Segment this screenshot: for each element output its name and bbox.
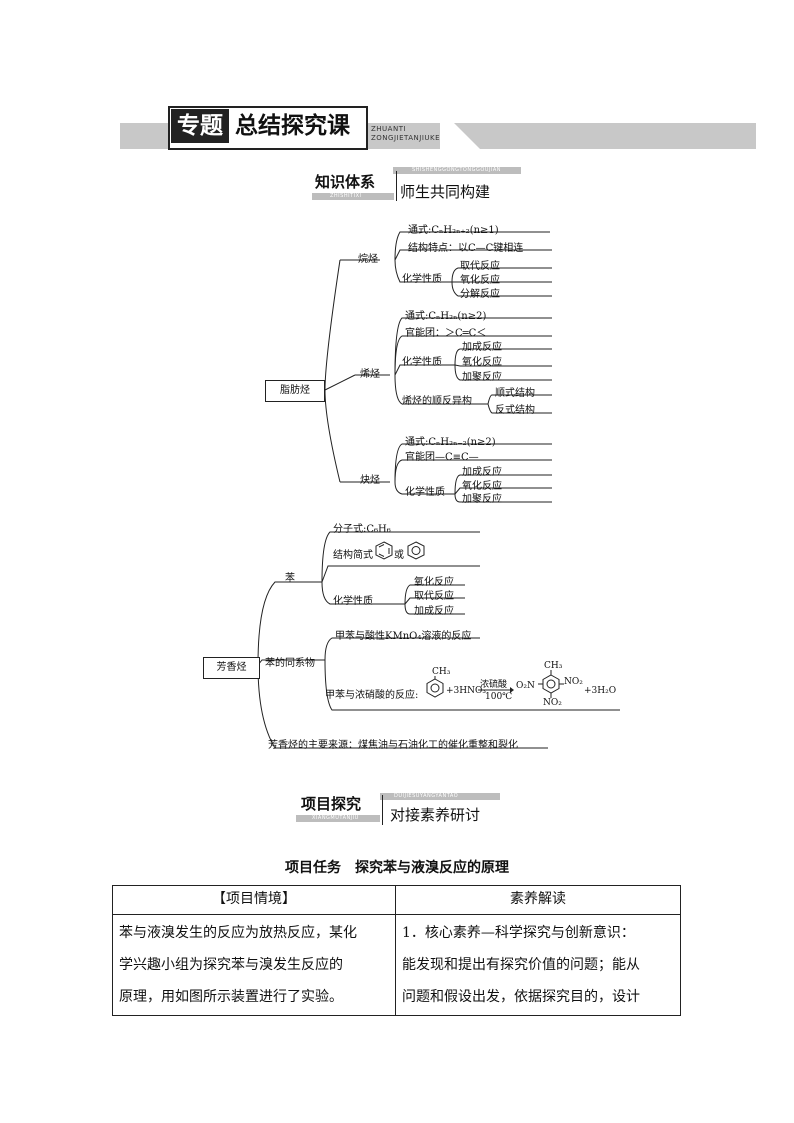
knowledge-small-top: SHISHENGGONGTONGGOUJIAN [412, 167, 502, 173]
alkene-isomer-label: 烯烃的顺反异构 [402, 396, 472, 407]
table-header-row: 【项目情境】 素养解读 [112, 885, 681, 915]
benzene-simple-prefix: 结构简式 [333, 550, 373, 561]
table-cell-literacy: 1．核心素养—科学探究与创新意识： 能发现和提出有探究价值的问题；能从 问题和假… [395, 914, 681, 1016]
project-bar-bottom [296, 815, 380, 822]
tnt-ring-icon [538, 670, 564, 698]
alkene-prop-1: 加成反应 [462, 342, 502, 353]
alkane-formula: 通式:CₙH₂ₙ₊₂(n≥1) [408, 225, 499, 236]
alkane-label: 烷烃 [358, 254, 378, 265]
benzene-label: 苯 [285, 573, 295, 584]
aromatic-source: 芳香烃的主要来源：煤焦油与石油化工的催化重整和裂化 [268, 740, 518, 751]
table-header-literacy: 素养解读 [395, 885, 681, 915]
eq-no2-bottom: NO₂ [543, 698, 562, 708]
knowledge-small-bottom: ZHISHITIXI [330, 193, 362, 199]
project-task-title: 项目任务 探究苯与液溴反应的原理 [285, 860, 509, 876]
eq-water: +3H₂O [584, 686, 617, 696]
project-title-right: 对接素养研讨 [390, 806, 481, 824]
alkene-isomer-1: 顺式结构 [495, 388, 535, 399]
alkane-prop-label: 化学性质 [402, 274, 442, 285]
header-pinyin-line2: ZONGJIETANJIUKE [371, 134, 441, 142]
eq-hno3: +3HNO₃ [446, 686, 486, 696]
benzene-prop-3: 加成反应 [414, 606, 454, 617]
alkene-prop-label: 化学性质 [402, 357, 442, 368]
situation-line-3: 原理，用如图所示装置进行了实验。 [119, 989, 343, 1005]
eq-cond-top: 浓硫酸 [480, 680, 508, 690]
homolog-label: 苯的同系物 [265, 658, 315, 669]
project-table: 【项目情境】 素养解读 苯与液溴发生的反应为放热反应，某化 学兴趣小组为探究苯与… [112, 885, 681, 1016]
alkene-group: 官能团：＞C═C＜ [405, 328, 487, 339]
alkyne-label: 炔烃 [360, 475, 380, 486]
alkyne-formula: 通式:CₙH₂ₙ₋₂(n≥2) [405, 437, 496, 448]
alkyne-prop-2: 氧化反应 [462, 481, 502, 492]
knowledge-title-left: 知识体系 [315, 173, 376, 191]
alkyne-prop-1: 加成反应 [462, 467, 502, 478]
benzene-or: 或 [394, 550, 404, 561]
knowledge-bar-bottom [312, 193, 394, 200]
literacy-line-3: 问题和假设出发，依据探究目的，设计 [402, 989, 640, 1005]
tree2-root: 芳香烃 [203, 657, 260, 679]
header-badge-label: 专题 [171, 109, 229, 143]
table-row: 苯与液溴发生的反应为放热反应，某化 学兴趣小组为探究苯与溴发生反应的 原理，用如… [112, 914, 681, 1016]
knowledge-bar-top [393, 167, 521, 174]
alkane-structure: 结构特点：以C—C键相连 [408, 243, 524, 254]
situation-line-1: 苯与液溴发生的反应为放热反应，某化 [119, 925, 357, 941]
alkane-prop-1: 取代反应 [460, 261, 500, 272]
eq-o2n: O₂N [516, 681, 535, 691]
eq-ch3-left: CH₃ [432, 667, 451, 677]
eq-ch3-right: CH₃ [544, 661, 563, 671]
eq-no2-right: NO₂ [564, 677, 583, 687]
knowledge-title-right: 师生共同构建 [400, 183, 491, 201]
benzene-structure-icons [375, 541, 425, 560]
alkene-isomer-2: 反式结构 [495, 405, 535, 416]
toluene-ring-icon [426, 676, 444, 698]
benzene-formula: 分子式:C₆H₆ [333, 524, 391, 535]
header-pinyin-line1: ZHUANTI [371, 125, 407, 133]
alkene-label: 烯烃 [360, 369, 380, 380]
homolog-nitration: 甲苯与浓硝酸的反应: [325, 690, 419, 701]
alkene-prop-2: 氧化反应 [462, 357, 502, 368]
alkene-formula: 通式:CₙH₂ₙ(n≥2) [405, 311, 487, 322]
situation-line-2: 学兴趣小组为探究苯与溴发生反应的 [119, 957, 343, 973]
table-cell-situation: 苯与液溴发生的反应为放热反应，某化 学兴趣小组为探究苯与溴发生反应的 原理，用如… [112, 914, 396, 1016]
project-small-top: DUIJIESUYANGYANTAO [394, 793, 459, 799]
eq-cond-bottom: 100℃ [485, 692, 513, 702]
header-title: 总结探究课 [235, 113, 350, 139]
project-section-header: DUIJIESUYANGYANTAO 项目探究 对接素养研讨 XIANGMUTA… [296, 793, 506, 829]
literacy-line-1: 1．核心素养—科学探究与创新意识： [402, 925, 635, 941]
header-pinyin: ZHUANTI ZONGJIETANJIUKE [371, 125, 440, 143]
benzene-prop-2: 取代反应 [414, 591, 454, 602]
alkyne-prop-label: 化学性质 [405, 487, 445, 498]
alkyne-prop-3: 加聚反应 [462, 494, 502, 505]
benzene-prop-1: 氧化反应 [414, 577, 454, 588]
project-bar-top [380, 793, 500, 800]
project-title-left: 项目探究 [301, 795, 362, 813]
alkane-prop-3: 分解反应 [460, 289, 500, 300]
benzene-prop-label: 化学性质 [333, 596, 373, 607]
alkene-prop-3: 加聚反应 [462, 372, 502, 383]
homolog-kmno4: 甲苯与酸性KMnO₄溶液的反应 [335, 631, 472, 642]
alkane-prop-2: 氧化反应 [460, 275, 500, 286]
alkyne-group: 官能团—C≡C— [405, 452, 479, 463]
knowledge-section-header: SHISHENGGONGTONGGOUJIAN 知识体系 师生共同构建 ZHIS… [312, 167, 522, 203]
tree1-root: 脂肪烃 [265, 380, 325, 402]
table-header-situation: 【项目情境】 [112, 885, 396, 915]
eq-arrow-icon [478, 687, 514, 693]
literacy-line-2: 能发现和提出有探究价值的问题；能从 [402, 957, 640, 973]
project-small-bottom: XIANGMUTANJIU [312, 815, 359, 821]
